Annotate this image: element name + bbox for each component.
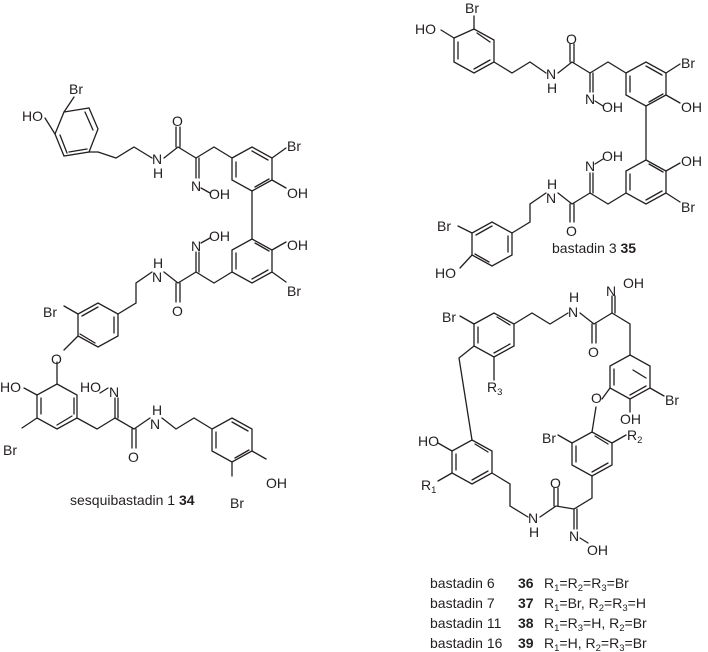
legend-compound-number: 36 — [518, 575, 534, 591]
atom-o: O — [588, 344, 599, 360]
caption-name: sesquibastadin 1 — [70, 492, 175, 508]
atom-n: N — [585, 91, 595, 107]
legend-substituents: R1=H, R2=R3=Br — [544, 635, 647, 652]
compound-35-structure — [440, 15, 681, 269]
macrocycle-structure — [437, 295, 665, 544]
legend-substituents: R1=R3=H, R2=Br — [544, 615, 647, 634]
atom-oh: OH — [209, 228, 230, 244]
atom-br: Br — [437, 218, 451, 234]
atom-n: N — [528, 510, 538, 526]
atom-r2: R2 — [627, 427, 642, 446]
atom-o: O — [128, 449, 139, 465]
atom-br: Br — [3, 442, 17, 458]
atom-oh: OH — [602, 99, 623, 115]
atom-ho: HO — [418, 433, 439, 449]
atom-h: H — [569, 289, 579, 305]
atom-br: Br — [681, 55, 695, 71]
atom-ho: HO — [0, 379, 21, 395]
macrocycle-atom-labels: Br H N O N OH R3 O OH Br HO Br R2 R1 O N… — [418, 275, 679, 558]
atom-ho: HO — [80, 379, 101, 395]
atom-h: H — [152, 402, 162, 418]
atom-oh: OH — [266, 475, 287, 491]
atom-n: N — [546, 66, 556, 82]
atom-n: N — [109, 384, 119, 400]
legend-substituents: R1=Br, R2=R3=H — [544, 595, 646, 614]
atom-h: H — [153, 255, 163, 271]
legend-row: bastadin 6 36 R1=R2=R3=Br — [430, 575, 629, 594]
atom-o: O — [566, 223, 577, 239]
atom-oh: OH — [287, 185, 308, 201]
atom-oh: OH — [587, 542, 608, 558]
atom-oh: OH — [602, 148, 623, 164]
legend-row: bastadin 16 39 R1=H, R2=R3=Br — [430, 635, 647, 652]
legend-compound-name: bastadin 6 — [430, 575, 495, 591]
atom-n: N — [585, 158, 595, 174]
atom-br: Br — [287, 138, 301, 154]
atom-n: N — [152, 269, 162, 285]
legend-compound-number: 37 — [518, 595, 534, 611]
atom-br: Br — [442, 309, 456, 325]
compound-35-atom-labels: HO Br O N H N OH Br OH OH N OH H N O Br … — [415, 0, 702, 281]
atom-br: Br — [287, 283, 301, 299]
compound-34-caption: sesquibastadin 1 34 — [70, 492, 195, 508]
legend-row: bastadin 11 38 R1=R3=H, R2=Br — [430, 615, 647, 634]
atom-br: Br — [542, 430, 556, 446]
atom-n: N — [191, 238, 201, 254]
atom-o: O — [172, 113, 183, 129]
atom-oh: OH — [620, 411, 641, 427]
atom-oh: OH — [623, 275, 644, 291]
substituent-legend: bastadin 6 36 R1=R2=R3=Br bastadin 7 37 … — [430, 575, 647, 652]
atom-o: O — [550, 475, 561, 491]
atom-n: N — [152, 151, 162, 167]
atom-br: Br — [230, 495, 244, 511]
caption-number: 34 — [179, 492, 195, 508]
atom-ho: HO — [415, 21, 436, 37]
legend-compound-name: bastadin 16 — [430, 635, 503, 651]
atom-oh: OH — [287, 237, 308, 253]
compound-34-structure — [21, 96, 287, 477]
atom-r1: R1 — [421, 477, 436, 496]
atom-n: N — [150, 416, 160, 432]
atom-br: Br — [681, 199, 695, 215]
atom-h: H — [529, 524, 539, 540]
atom-n: N — [569, 528, 579, 544]
atom-br: Br — [665, 392, 679, 408]
atom-ho: HO — [435, 265, 456, 281]
atom-oh: OH — [209, 186, 230, 202]
legend-compound-number: 38 — [518, 615, 534, 631]
atom-h: H — [547, 80, 557, 96]
atom-oh: OH — [681, 153, 702, 169]
atom-n: N — [568, 304, 578, 320]
atom-r3: R3 — [487, 379, 502, 398]
caption-name: bastadin 3 — [552, 240, 617, 256]
atom-h: H — [153, 165, 163, 181]
atom-o: O — [566, 31, 577, 47]
legend-compound-name: bastadin 11 — [430, 615, 502, 631]
caption-number: 35 — [621, 240, 637, 256]
atom-ho: HO — [22, 108, 43, 124]
legend-compound-number: 39 — [518, 635, 534, 651]
compound-34-atom-labels: HO Br O N H N OH Br OH OH N OH H N O Br … — [0, 81, 308, 511]
legend-substituents: R1=R2=R3=Br — [544, 575, 629, 594]
atom-n: N — [191, 178, 201, 194]
atom-o: O — [51, 351, 62, 367]
atom-n: N — [606, 283, 616, 299]
atom-o: O — [172, 303, 183, 319]
legend-compound-name: bastadin 7 — [430, 595, 495, 611]
compound-35-caption: bastadin 3 35 — [552, 240, 636, 256]
atom-h: H — [547, 176, 557, 192]
atom-br: Br — [69, 81, 83, 97]
atom-oh: OH — [681, 99, 702, 115]
legend-row: bastadin 7 37 R1=Br, R2=R3=H — [430, 595, 646, 614]
atom-br: Br — [43, 304, 57, 320]
atom-br: Br — [465, 0, 479, 16]
atom-o: O — [591, 390, 602, 406]
atom-n: N — [546, 190, 556, 206]
